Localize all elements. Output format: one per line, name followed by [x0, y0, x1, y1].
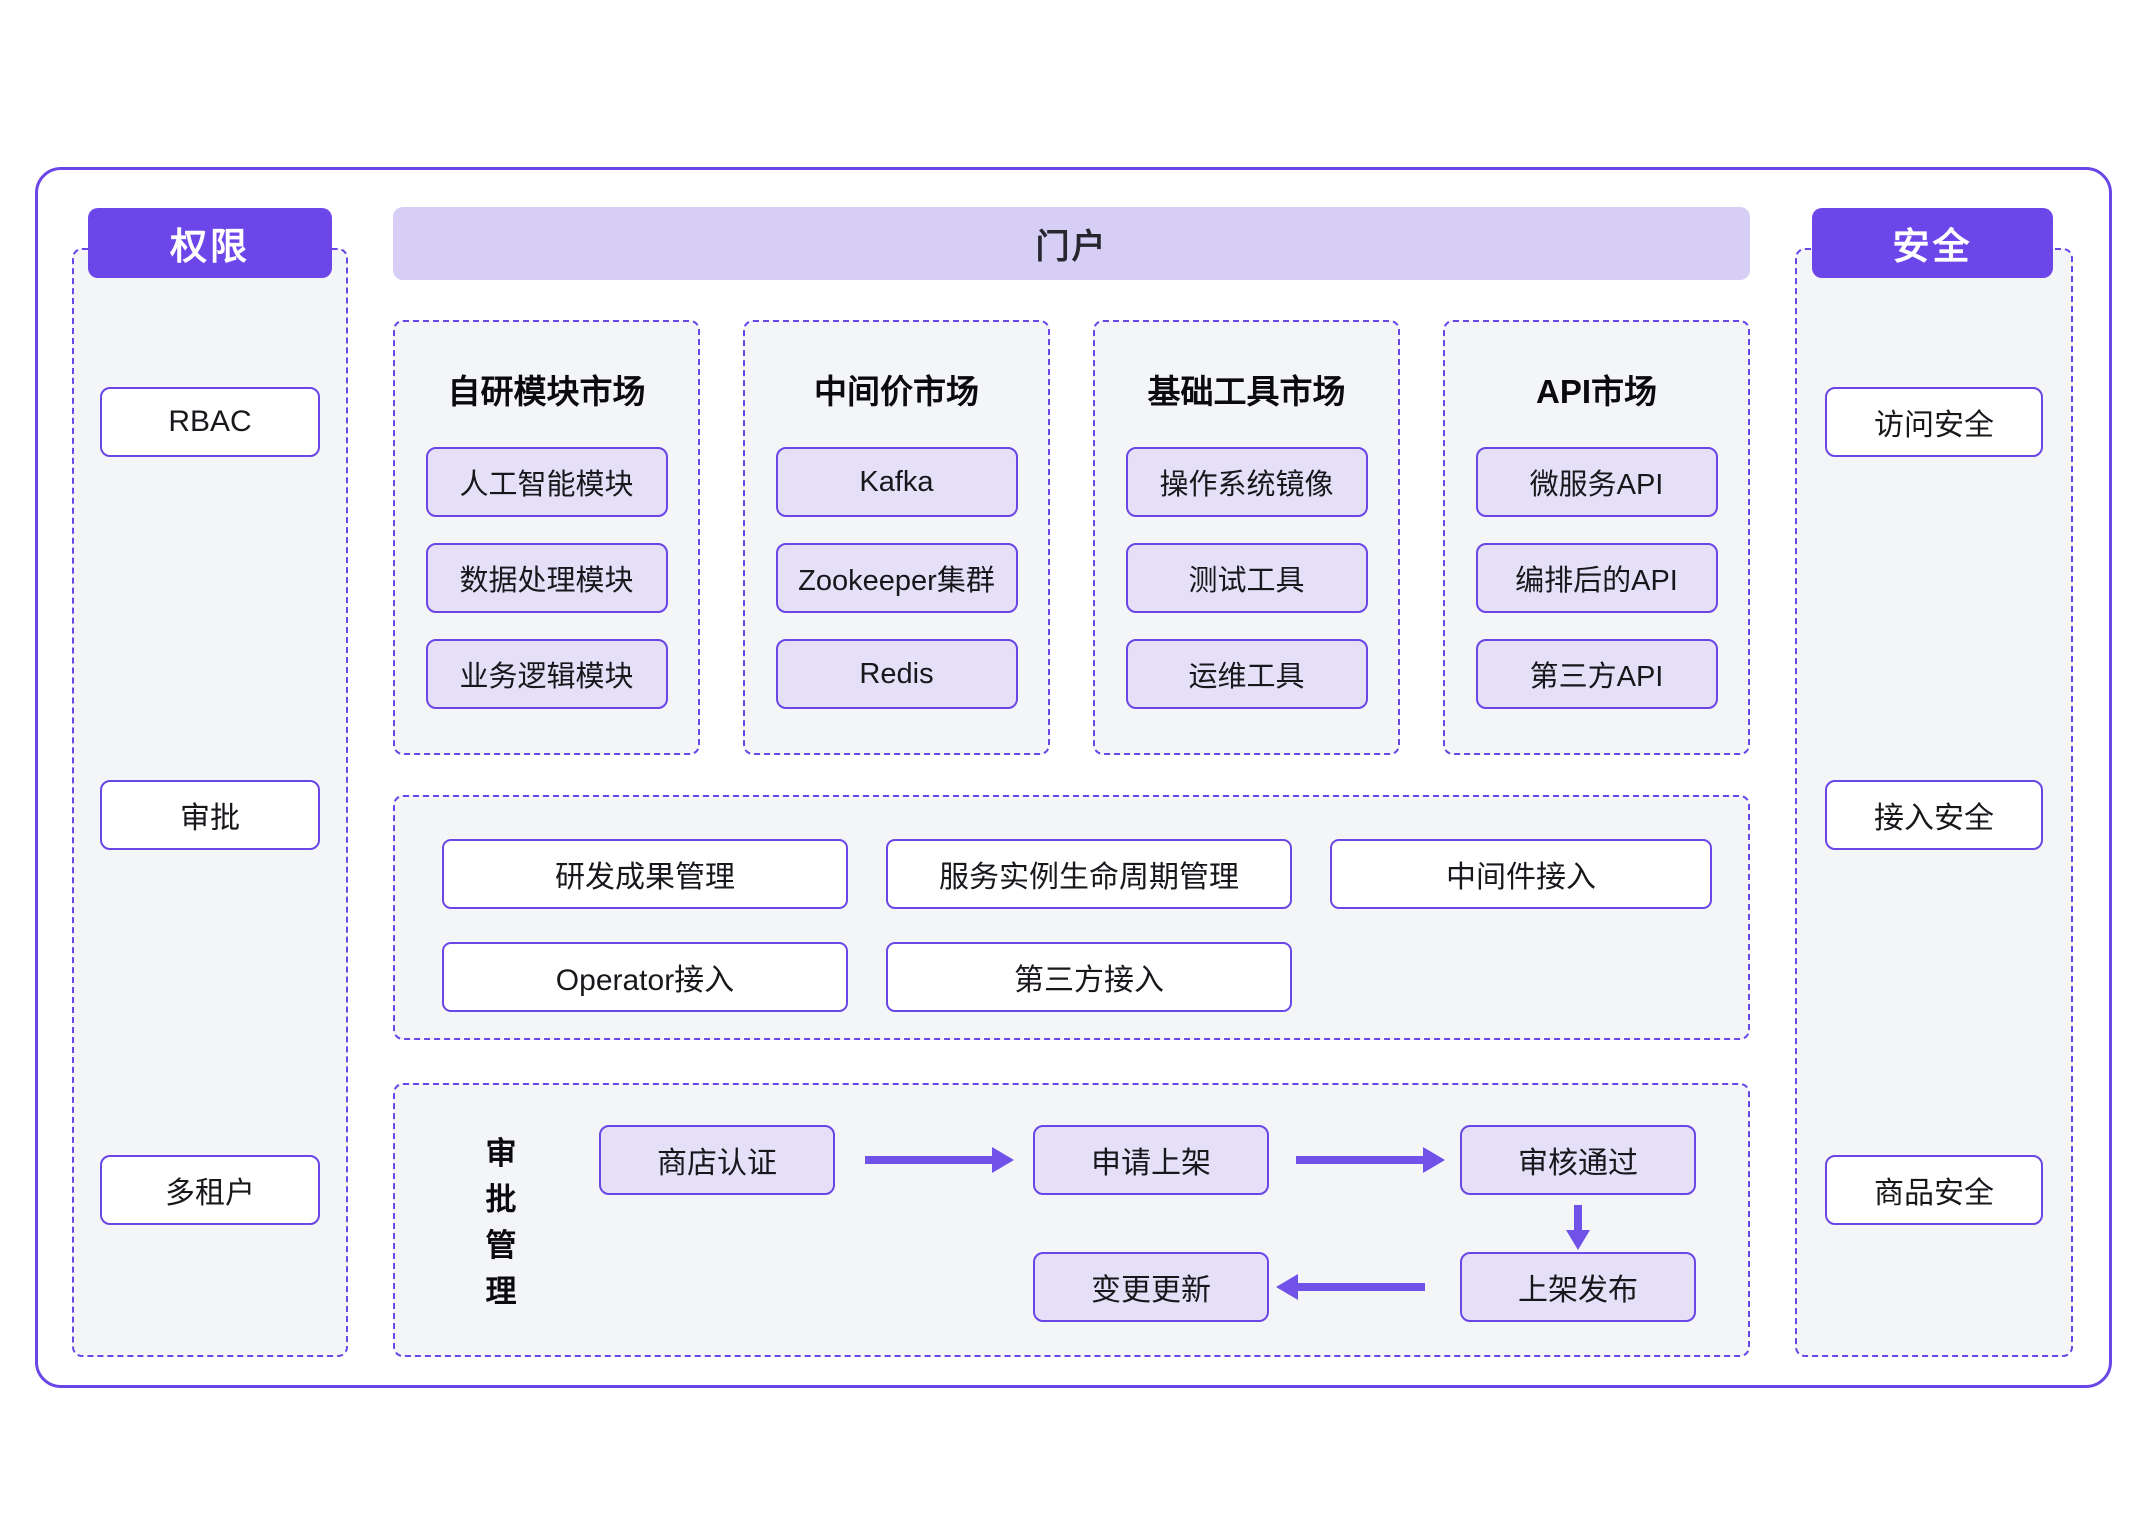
- api-market: API市场 微服务API 编排后的API 第三方API: [1443, 320, 1750, 755]
- change-update-box: 变更更新: [1033, 1252, 1269, 1322]
- redis-box: Redis: [775, 639, 1018, 709]
- kafka-box: Kafka: [775, 447, 1018, 517]
- arrow-review-to-publish: [1566, 1205, 1590, 1250]
- orchestrated-api-box: 编排后的API: [1475, 543, 1718, 613]
- ops-tools-box: 运维工具: [1125, 639, 1368, 709]
- basic-tools-market: 基础工具市场 操作系统镜像 测试工具 运维工具: [1093, 320, 1400, 755]
- market-title: API市场: [1535, 373, 1657, 410]
- market-title: 基础工具市场: [1147, 373, 1346, 410]
- market-title: 中间价市场: [814, 373, 979, 410]
- rd-results-management-box: 研发成果管理: [442, 839, 848, 909]
- permissions-header: 权限: [88, 208, 332, 278]
- approval-box: 审批: [100, 780, 320, 850]
- market-title: 自研模块市场: [447, 373, 646, 410]
- publish-listing-box: 上架发布: [1460, 1252, 1696, 1322]
- operator-access-box: Operator接入: [442, 942, 848, 1012]
- zookeeper-cluster-box: Zookeeper集群: [775, 543, 1018, 613]
- product-security-box: 商品安全: [1825, 1155, 2043, 1225]
- microservice-api-box: 微服务API: [1475, 447, 1718, 517]
- middleware-access-box: 中间件接入: [1330, 839, 1712, 909]
- arrow-publish-to-change: [1276, 1274, 1425, 1300]
- multi-tenant-box: 多租户: [100, 1155, 320, 1225]
- apply-listing-box: 申请上架: [1033, 1125, 1269, 1195]
- approval-management-label: 审批管理: [485, 1136, 517, 1309]
- service-instance-lifecycle-box: 服务实例生命周期管理: [886, 839, 1292, 909]
- ai-module-box: 人工智能模块: [425, 447, 668, 517]
- functions-panel: 研发成果管理 服务实例生命周期管理 中间件接入 Operator接入 第三方接入: [393, 795, 1750, 1040]
- review-passed-box: 审核通过: [1460, 1125, 1696, 1195]
- third-party-access-box: 第三方接入: [886, 942, 1292, 1012]
- store-certification-box: 商店认证: [599, 1125, 835, 1195]
- business-logic-module-box: 业务逻辑模块: [425, 639, 668, 709]
- portal-header: 门户: [393, 207, 1750, 280]
- self-developed-module-market: 自研模块市场 人工智能模块 数据处理模块 业务逻辑模块: [393, 320, 700, 755]
- third-party-api-box: 第三方API: [1475, 639, 1718, 709]
- security-header: 安全: [1812, 208, 2053, 278]
- market-item-list: 人工智能模块 数据处理模块 业务逻辑模块: [395, 447, 698, 709]
- arrow-apply-to-review: [1296, 1147, 1445, 1173]
- os-image-box: 操作系统镜像: [1125, 447, 1368, 517]
- arrow-certification-to-apply: [865, 1147, 1014, 1173]
- market-item-list: 操作系统镜像 测试工具 运维工具: [1095, 447, 1398, 709]
- market-item-list: 微服务API 编排后的API 第三方API: [1445, 447, 1748, 709]
- rbac-box: RBAC: [100, 387, 320, 457]
- market-item-list: Kafka Zookeeper集群 Redis: [745, 447, 1048, 709]
- middleware-market: 中间价市场 Kafka Zookeeper集群 Redis: [743, 320, 1050, 755]
- integration-security-box: 接入安全: [1825, 780, 2043, 850]
- testing-tools-box: 测试工具: [1125, 543, 1368, 613]
- approval-management-panel: 审批管理 商店认证 申请上架 审核通过 上架发布 变更更新: [393, 1083, 1750, 1357]
- data-processing-module-box: 数据处理模块: [425, 543, 668, 613]
- access-security-box: 访问安全: [1825, 387, 2043, 457]
